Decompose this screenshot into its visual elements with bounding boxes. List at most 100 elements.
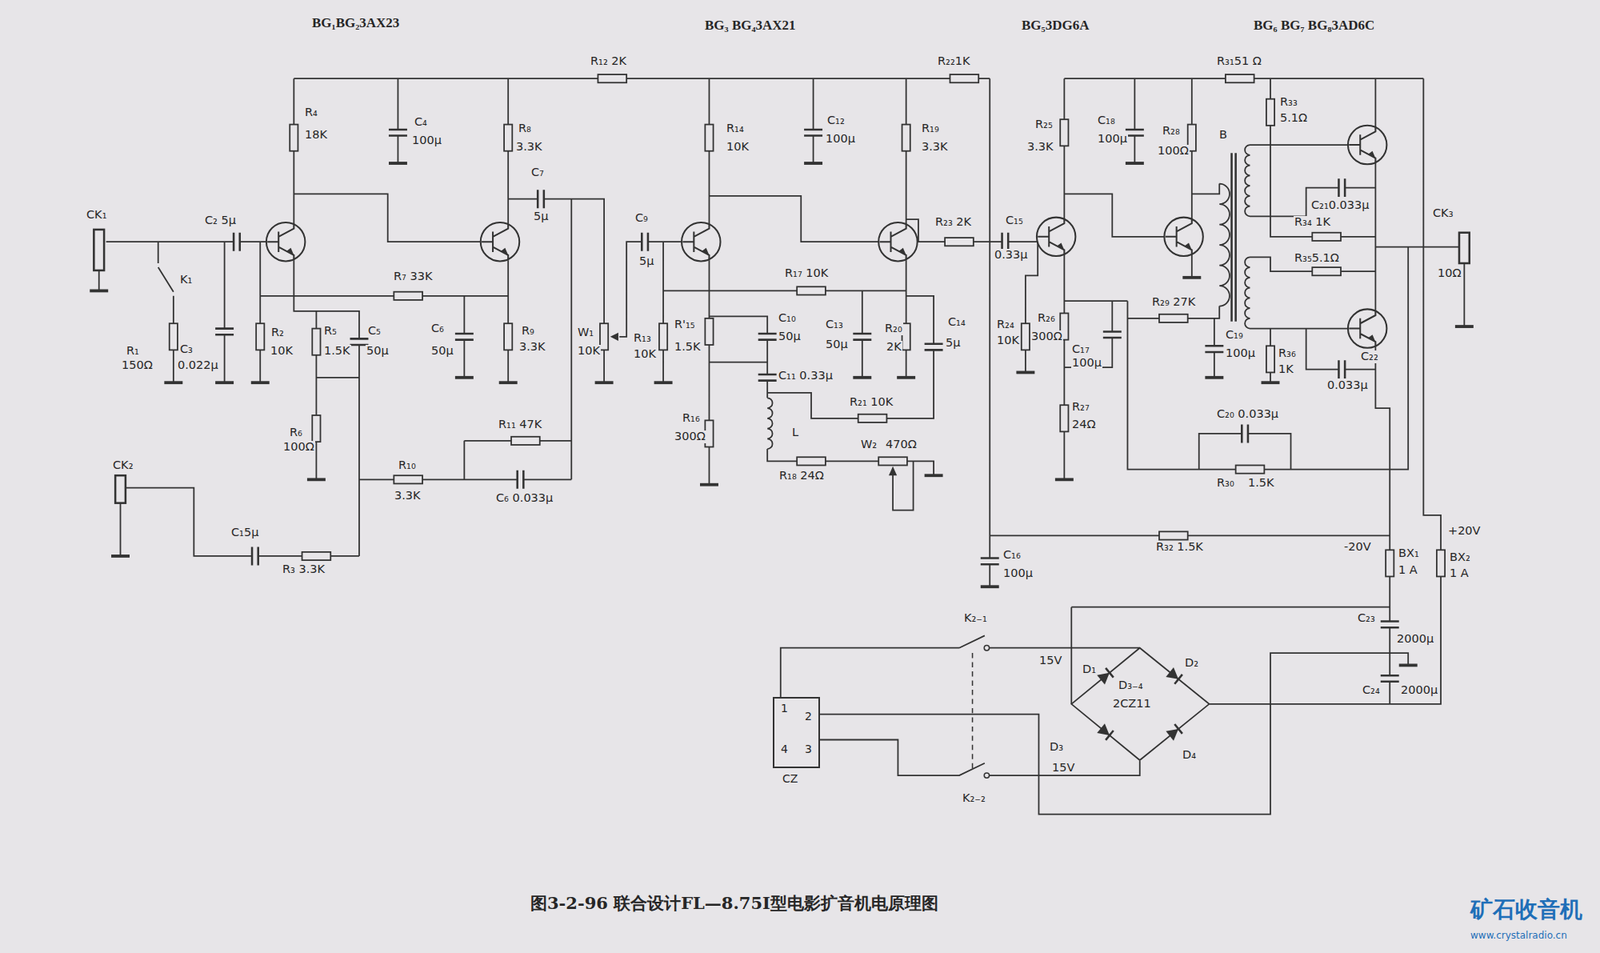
component-label: C₂₀ 0.033μ	[1216, 408, 1280, 421]
component-label: D₁	[1081, 663, 1097, 676]
component-label: K₂₋₁	[963, 612, 988, 625]
component-label: C₁₂	[826, 114, 846, 128]
component-label: 50μ	[777, 330, 802, 344]
component-label: K₁	[179, 273, 193, 287]
component-label: CK₃	[1432, 207, 1454, 220]
component-label: D₃₋₄	[1117, 679, 1144, 692]
component-label: 24Ω	[1071, 418, 1097, 432]
component-label: 470Ω	[884, 438, 918, 452]
component-label: 300Ω	[1030, 330, 1064, 344]
component-label: 0.022μ	[176, 359, 220, 372]
component-label: 10Ω	[1436, 267, 1463, 280]
connector-socket: 1243CZ	[772, 696, 820, 768]
component-label: 1 A	[1397, 564, 1419, 577]
component-label: -20V	[1343, 540, 1372, 554]
component-label: R₁₈ 24Ω	[778, 469, 825, 483]
component-label: L	[791, 426, 800, 440]
diode-symbols	[1096, 667, 1183, 741]
jack-symbols	[93, 229, 1469, 504]
component-label: R₂₀	[884, 322, 904, 336]
component-label: R₂₇	[1071, 400, 1091, 414]
pin-number: 3	[804, 743, 812, 756]
component-label: 1.5K	[673, 340, 702, 354]
component-label: BX₂	[1448, 551, 1472, 564]
component-label: C₆	[430, 322, 445, 336]
component-label: C₁₇	[1071, 343, 1091, 356]
component-label: 3.3K	[518, 340, 547, 354]
component-label: 1.5K	[323, 344, 352, 358]
component-label: C₂₁0.033μ	[1310, 199, 1371, 212]
component-label: R₃₁51 Ω	[1216, 55, 1263, 68]
component-label: R₁₀	[397, 459, 417, 472]
component-label: 0.033μ	[1326, 379, 1369, 392]
component-label: R₂₉ 27K	[1151, 296, 1196, 309]
component-label: C₄	[413, 116, 428, 129]
component-label: K₂₋₂	[961, 792, 987, 805]
component-label: 5μ	[532, 210, 549, 224]
component-label: R₁₁ 47K	[497, 418, 543, 432]
component-label: R₁	[125, 344, 140, 358]
capacitor-symbols	[215, 129, 1400, 682]
transistor-type-label: BG₆ BG₇ BG₈3AD6C	[1252, 18, 1376, 34]
component-label: 100μ	[1071, 356, 1103, 370]
component-label: 3.3K	[515, 140, 544, 154]
component-label: CK₂	[112, 459, 134, 472]
component-label: CK₁	[85, 208, 108, 222]
component-label: C₂₄	[1361, 684, 1381, 697]
resistor-symbols	[169, 74, 1445, 576]
component-label: C₁₆	[1002, 548, 1022, 562]
component-label: 150Ω	[120, 359, 154, 372]
component-label: R₃₅5.1Ω	[1293, 252, 1340, 265]
component-label: R₂	[270, 326, 285, 340]
component-label: C₇	[530, 166, 545, 180]
transistor-type-label: BG₅3DG6A	[1020, 18, 1090, 34]
component-label: 1 A	[1448, 567, 1470, 580]
component-label: 100μ	[1002, 567, 1034, 580]
component-label: C₁₅	[1004, 214, 1024, 228]
component-label: C₁5μ	[230, 526, 260, 540]
transistor-symbols	[266, 125, 1388, 348]
component-label: 100Ω	[282, 440, 316, 454]
component-label: R₆	[288, 426, 304, 440]
component-label: BX₁	[1397, 547, 1420, 560]
component-label: R₁₄	[725, 122, 745, 136]
core	[1232, 152, 1236, 321]
component-label: 10K	[996, 334, 1020, 348]
component-label: C₁₄	[947, 316, 967, 329]
component-label: C₆ 0.033μ	[495, 492, 554, 505]
ground-symbols	[89, 163, 1474, 665]
component-label: R₃₀	[1216, 476, 1236, 490]
component-label: R₄	[304, 106, 319, 120]
component-label: R₉	[520, 324, 536, 338]
component-label: R₃₂ 1.5K	[1155, 540, 1204, 554]
component-label: 5μ	[638, 255, 655, 268]
component-label: D₄	[1181, 748, 1197, 762]
component-label: 5.1Ω	[1279, 112, 1308, 125]
component-label: C₂₂	[1360, 350, 1380, 364]
component-label: R₂₄	[996, 318, 1016, 332]
component-label: R₇ 33K	[392, 270, 433, 284]
component-label: W₁	[576, 326, 595, 340]
component-label: C₂₃	[1356, 612, 1376, 625]
component-label: R₃₃	[1279, 96, 1299, 109]
component-label: 3.3K	[920, 140, 949, 154]
component-label: C₅	[367, 324, 382, 338]
component-label: R₃₄ 1K	[1293, 216, 1332, 229]
wiper-arrow	[610, 332, 619, 341]
component-label: 10K	[269, 344, 294, 358]
component-label: R₃ 3.3K	[281, 563, 326, 576]
component-label: 100Ω	[1156, 144, 1190, 158]
contacts	[984, 645, 989, 779]
component-label: 15V	[1038, 654, 1063, 668]
component-label: R₃₆	[1277, 347, 1297, 360]
component-label: R₅	[323, 324, 338, 338]
component-label: 100μ	[824, 132, 856, 146]
transistor-type-label: BG₃ BG₄3AX21	[704, 18, 797, 34]
component-label: R₁₃	[632, 332, 652, 345]
component-label: 18K	[304, 128, 328, 142]
component-label: R₂₆	[1036, 312, 1056, 325]
component-label: 50μ	[430, 344, 455, 358]
component-label: +20V	[1447, 524, 1482, 538]
component-label: 2000μ	[1400, 684, 1439, 697]
